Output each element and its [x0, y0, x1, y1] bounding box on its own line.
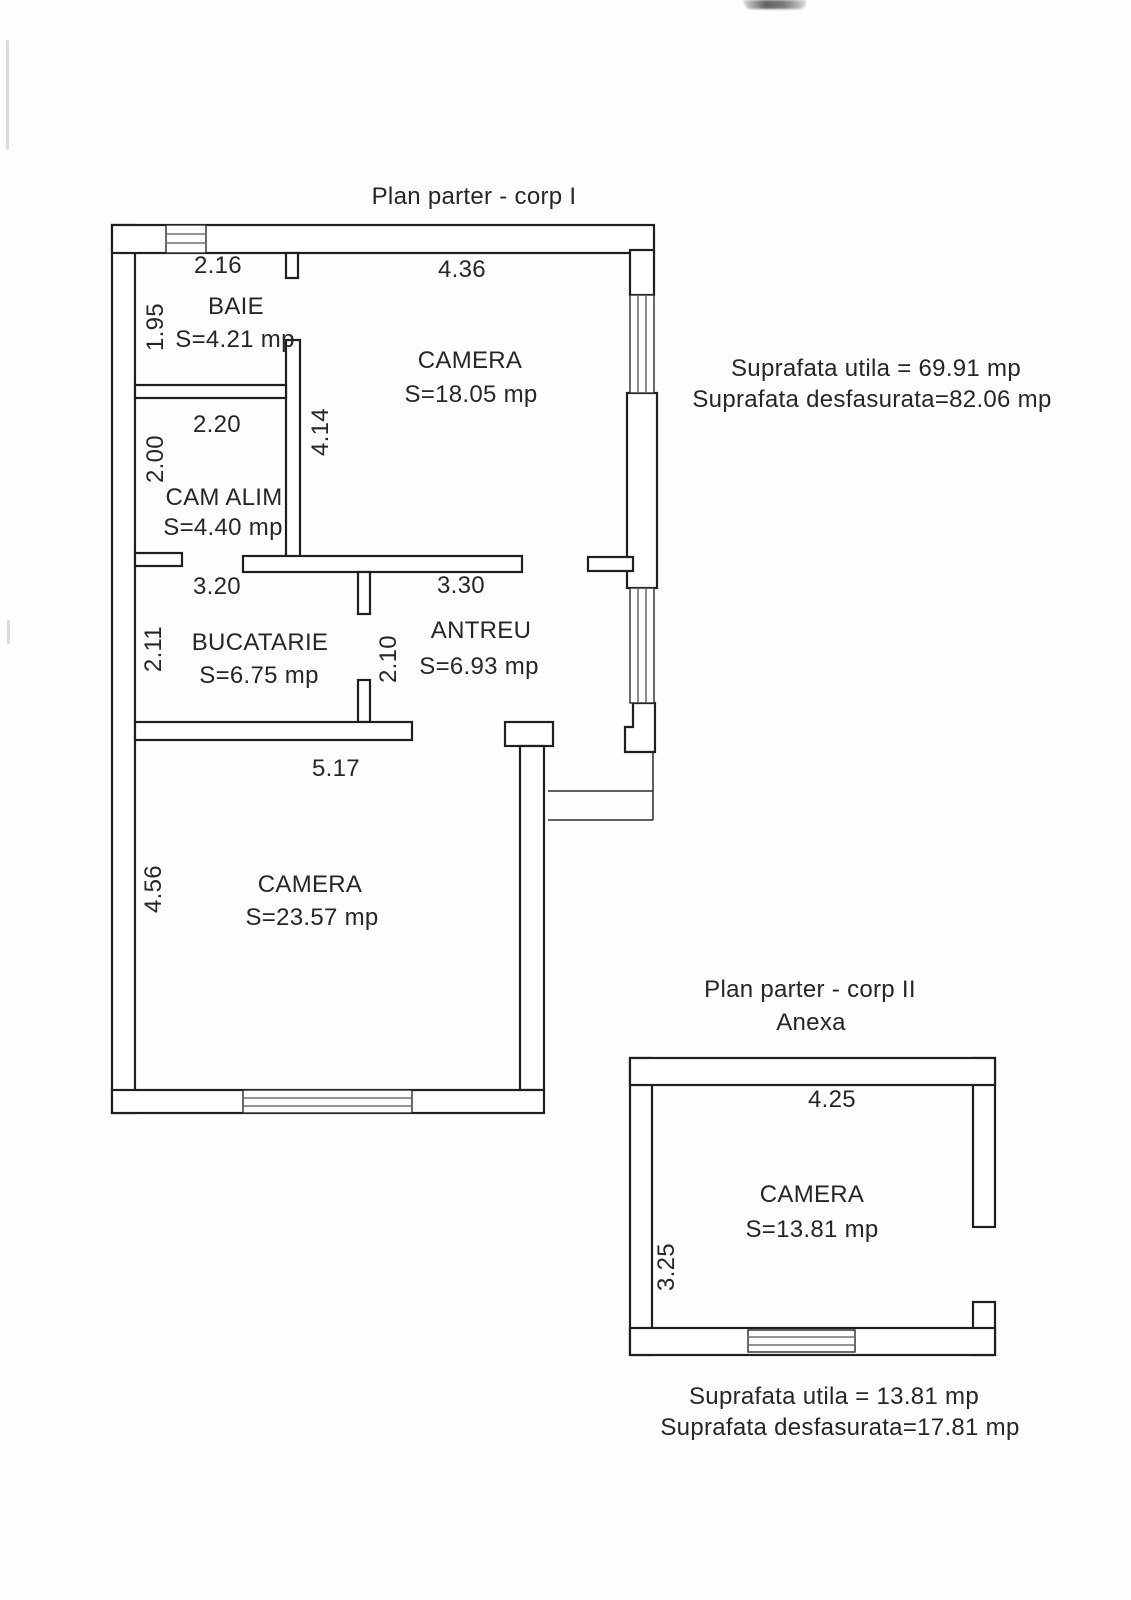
dim-corp2-camera-height: 3.25: [652, 1243, 680, 1291]
room-area-camera-2: S=23.57 mp: [245, 903, 379, 931]
room-area-bucatarie: S=6.75 mp: [199, 661, 319, 689]
corp1-interior-walls: [133, 251, 635, 742]
corp2-walls: [628, 1056, 997, 1357]
room-area-antreu: S=6.93 mp: [419, 652, 539, 680]
dim-bucatarie-height: 2.11: [139, 625, 167, 673]
corp1-suprafata-utila: Suprafata utila = 69.91 mp: [731, 354, 1021, 382]
dim-baie-height: 1.95: [141, 303, 169, 351]
entrance-threshold: [623, 701, 657, 754]
room-area-corp2-camera: S=13.81 mp: [745, 1215, 879, 1243]
corp2-title: Plan parter - corp II: [704, 975, 916, 1003]
room-label-cam-alim: CAM ALIM: [165, 483, 283, 511]
window-bottom: [242, 1089, 413, 1114]
room-label-corp2-camera: CAMERA: [759, 1180, 865, 1208]
window-top: [165, 224, 207, 254]
dim-antreu-height: 2.10: [374, 635, 402, 683]
room-label-antreu: ANTREU: [430, 616, 532, 644]
dim-camalim-height: 2.00: [141, 435, 169, 483]
dim-bucatarie-width: 3.20: [193, 572, 241, 600]
corp1-outer-walls: [110, 223, 659, 1115]
corp1-title: Plan parter - corp I: [371, 182, 577, 210]
scan-edge-mark: [7, 620, 10, 644]
corp1-entrance-porch: [548, 752, 654, 821]
room-area-cam-alim: S=4.40 mp: [163, 513, 283, 541]
room-label-camera-2: CAMERA: [257, 870, 363, 898]
corp2-subtitle: Anexa: [776, 1008, 846, 1036]
dim-camera2-width: 5.17: [312, 754, 360, 782]
corp2-suprafata-desfasurata: Suprafata desfasurata=17.81 mp: [660, 1413, 1020, 1441]
corp2-window-bottom: [747, 1329, 856, 1353]
room-label-bucatarie: BUCATARIE: [191, 628, 329, 656]
room-label-camera-1: CAMERA: [417, 346, 523, 374]
dim-camera2-height: 4.56: [139, 865, 167, 913]
dim-camera1-height: 4.14: [306, 408, 334, 456]
corp1-suprafata-desfasurata: Suprafata desfasurata=82.06 mp: [692, 385, 1052, 413]
dim-corp2-camera-width: 4.25: [808, 1085, 856, 1113]
corp1-windows: [165, 224, 655, 1114]
scan-artifact: [744, 0, 806, 9]
window-right-upper: [629, 294, 655, 394]
scan-edge-mark: [6, 40, 9, 150]
room-area-baie: S=4.21 mp: [175, 325, 295, 353]
room-area-camera-1: S=18.05 mp: [404, 380, 538, 408]
dim-antreu-width: 3.30: [437, 571, 485, 599]
corp2-suprafata-utila: Suprafata utila = 13.81 mp: [689, 1382, 979, 1410]
window-right-lower: [629, 587, 655, 704]
dim-baie-width: 2.16: [194, 251, 242, 279]
dim-camera1-width: 4.36: [438, 255, 486, 283]
room-label-baie: BAIE: [208, 292, 264, 320]
dim-camalim-width: 2.20: [193, 410, 241, 438]
